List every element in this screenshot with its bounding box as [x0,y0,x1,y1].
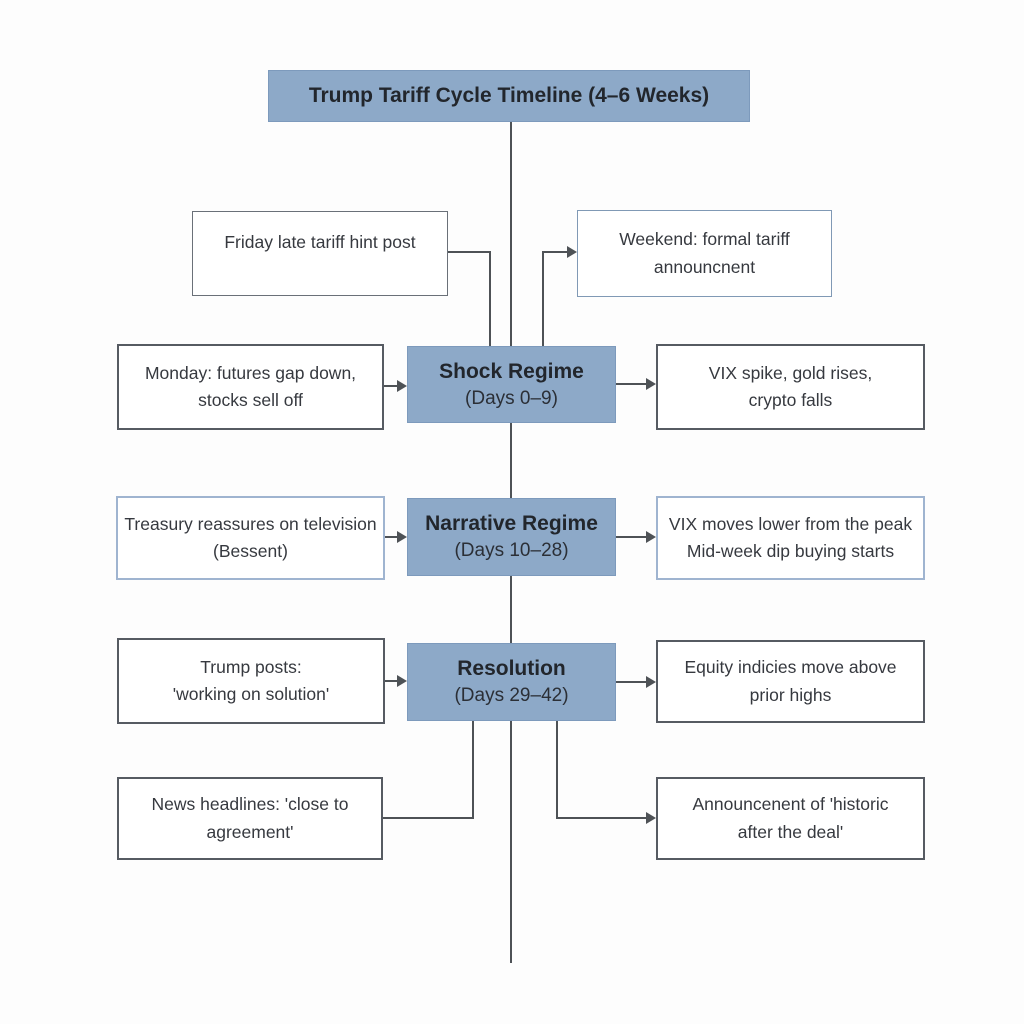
event-text: crypto falls [748,390,833,410]
diagram-title-label: Trump Tariff Cycle Timeline (4–6 Weeks) [308,84,710,107]
event-text: Weekend: formal tariff [619,229,790,250]
stage-days: (Days 0–9) [465,387,558,409]
event-text: announcnent [653,256,756,277]
event-box-monday-gap: Monday: futures gap down, stocks sell of… [117,344,384,430]
event-text: Trump posts: [200,656,302,677]
stage-box-resolution: Resolution (Days 29–42) [407,643,616,721]
event-text: Friday late tariff hint post [224,231,416,252]
event-text: VIX moves lower from the peak [668,513,913,534]
connector-line [383,385,398,387]
event-text: Mid-week dip buying starts [686,541,895,561]
connector-line [615,536,647,538]
event-box-announcement: Announcenent of 'historic after the deal… [656,777,925,860]
connector-line [615,681,647,683]
arrowhead-right-icon [397,380,407,392]
event-box-equity-highs: Equity indicies move above prior highs [656,640,925,723]
stage-box-shock-regime: Shock Regime (Days 0–9) [407,346,616,423]
arrowhead-right-icon [397,531,407,543]
stage-days: (Days 10–28) [454,540,569,562]
arrowhead-right-icon [646,676,656,688]
event-box-vix-spike: VIX spike, gold rises, crypto falls [656,344,925,430]
event-text: 'working on solution' [172,684,330,704]
event-box-news-headlines: News headlines: 'close to agreement' [117,777,383,860]
event-text: prior highs [749,684,832,705]
stage-days: (Days 29–42) [454,685,569,707]
connector-line [556,721,558,819]
arrowhead-right-icon [646,378,656,390]
event-text: agreement' [206,821,294,842]
event-text: VIX spike, gold rises, [708,362,873,383]
event-text: stocks sell off [198,390,303,410]
event-box-vix-lower: VIX moves lower from the peak Mid-week d… [656,496,925,580]
connector-line [542,251,544,346]
connector-line [489,251,491,346]
event-text: after the deal' [737,821,844,842]
stage-name: Resolution [457,657,566,680]
arrowhead-right-icon [567,246,577,258]
event-text: (Bessent) [213,541,288,561]
diagram-title: Trump Tariff Cycle Timeline (4–6 Weeks) [268,70,750,122]
connector-line [383,536,398,538]
connector-line [472,721,474,819]
stage-name: Narrative Regime [425,512,598,535]
event-box-treasury-reassures: Treasury reassures on television (Bessen… [116,496,385,580]
event-box-trump-posts: Trump posts: 'working on solution' [117,638,385,724]
connector-line [383,680,398,682]
arrowhead-right-icon [397,675,407,687]
arrowhead-right-icon [646,812,656,824]
connector-line [615,383,647,385]
event-text: Monday: futures gap down, [144,362,357,383]
event-text: Equity indicies move above [684,657,897,678]
connector-line [383,817,474,819]
event-text: News headlines: 'close to [151,794,349,815]
event-box-weekend-announcement: Weekend: formal tariff announcnent [577,210,832,297]
connector-line [556,817,646,819]
stage-name: Shock Regime [439,359,584,383]
arrowhead-right-icon [646,531,656,543]
connector-line [447,251,490,253]
event-text: Treasury reassures on television [124,513,377,534]
stage-box-narrative-regime: Narrative Regime (Days 10–28) [407,498,616,576]
event-box-friday-hint: Friday late tariff hint post [192,211,448,296]
connector-line [542,251,567,253]
event-text: Announcenent of 'historic [692,794,889,815]
